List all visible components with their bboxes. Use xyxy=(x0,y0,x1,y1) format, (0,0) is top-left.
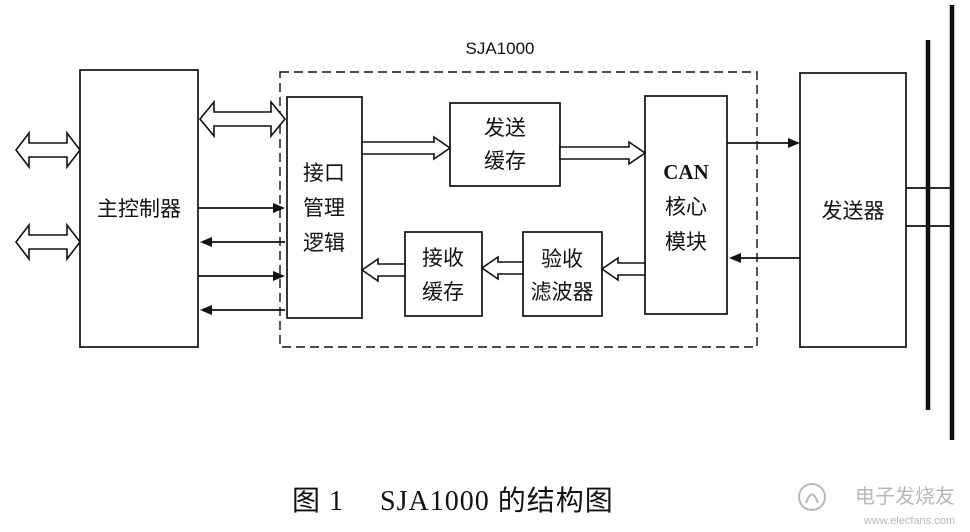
interface-logic-label-line-1: 接口 xyxy=(303,161,345,185)
interface-logic-label-line-2: 管理 xyxy=(303,196,345,220)
external-bus-arrow-2 xyxy=(14,222,82,262)
watermark-url: www.elecfans.com xyxy=(863,515,955,527)
control-arrow-4-head xyxy=(200,305,212,315)
main-controller-box xyxy=(79,69,199,348)
can-bus xyxy=(906,5,955,440)
acceptance-filter-block: 验收 滤波器 xyxy=(522,231,603,317)
watermark: 电子发烧友 www.elecfans.com xyxy=(798,483,955,527)
can-core-label-line-2: 核心 xyxy=(665,195,707,219)
tx-buffer-block: 发送 缓存 xyxy=(449,102,561,187)
transceiver-box xyxy=(799,72,907,348)
filter-to-rx-buffer-arrow xyxy=(480,255,524,281)
tx-buffer-to-can-core-arrow xyxy=(559,140,647,166)
tx-buffer-box xyxy=(449,102,561,187)
acceptance-filter-box xyxy=(522,231,603,317)
tx-buffer-label-line-2: 缓存 xyxy=(484,149,526,173)
interface-logic-block: 接口 管理 逻辑 xyxy=(286,96,363,319)
control-arrow-2-head xyxy=(200,237,212,247)
host-interface-bus-arrow xyxy=(198,99,287,139)
control-arrow-1-head xyxy=(273,203,285,213)
figure-caption: 图 1 SJA1000 的结构图 xyxy=(292,485,614,517)
rx-buffer-label-line-2: 缓存 xyxy=(422,280,464,304)
interface-logic-label-line-3: 逻辑 xyxy=(303,231,345,255)
can-core-to-transceiver-arrow-head xyxy=(788,138,800,148)
external-bus-arrow-1 xyxy=(14,130,82,170)
can-core-label-line-3: 模块 xyxy=(665,230,707,254)
elecfans-logo-icon xyxy=(798,483,826,511)
figure-number: 图 1 xyxy=(292,486,344,517)
watermark-logo-text: 电子发烧友 xyxy=(855,485,955,508)
rx-buffer-box xyxy=(404,231,483,317)
transceiver-label: 发送器 xyxy=(822,199,885,223)
figure-caption-text: SJA1000 的结构图 xyxy=(380,485,614,517)
acceptance-filter-label-line-2: 滤波器 xyxy=(531,280,594,304)
tx-buffer-label-line-1: 发送 xyxy=(484,116,526,140)
main-controller-label: 主控制器 xyxy=(97,197,181,221)
connection-arrows xyxy=(14,99,800,315)
main-controller-block: 主控制器 xyxy=(79,69,199,348)
interface-logic-box xyxy=(286,96,363,319)
can-core-to-filter-arrow xyxy=(600,256,646,282)
transceiver-to-can-core-arrow-head xyxy=(729,253,741,263)
control-arrow-3-head xyxy=(273,271,285,281)
rx-buffer-block: 接收 缓存 xyxy=(404,231,483,317)
can-core-block: CAN 核心 模块 xyxy=(644,95,728,315)
rx-buffer-to-interface-arrow xyxy=(360,257,406,283)
acceptance-filter-label-line-1: 验收 xyxy=(541,247,583,271)
transceiver-block: 发送器 xyxy=(799,72,907,348)
can-core-box xyxy=(644,95,728,315)
sja1000-title: SJA1000 xyxy=(466,39,535,58)
can-core-label-line-1: CAN xyxy=(663,160,709,184)
rx-buffer-label-line-1: 接收 xyxy=(422,246,464,270)
interface-to-tx-buffer-arrow xyxy=(361,135,452,161)
elecfans-logo-flame-icon xyxy=(805,493,819,504)
